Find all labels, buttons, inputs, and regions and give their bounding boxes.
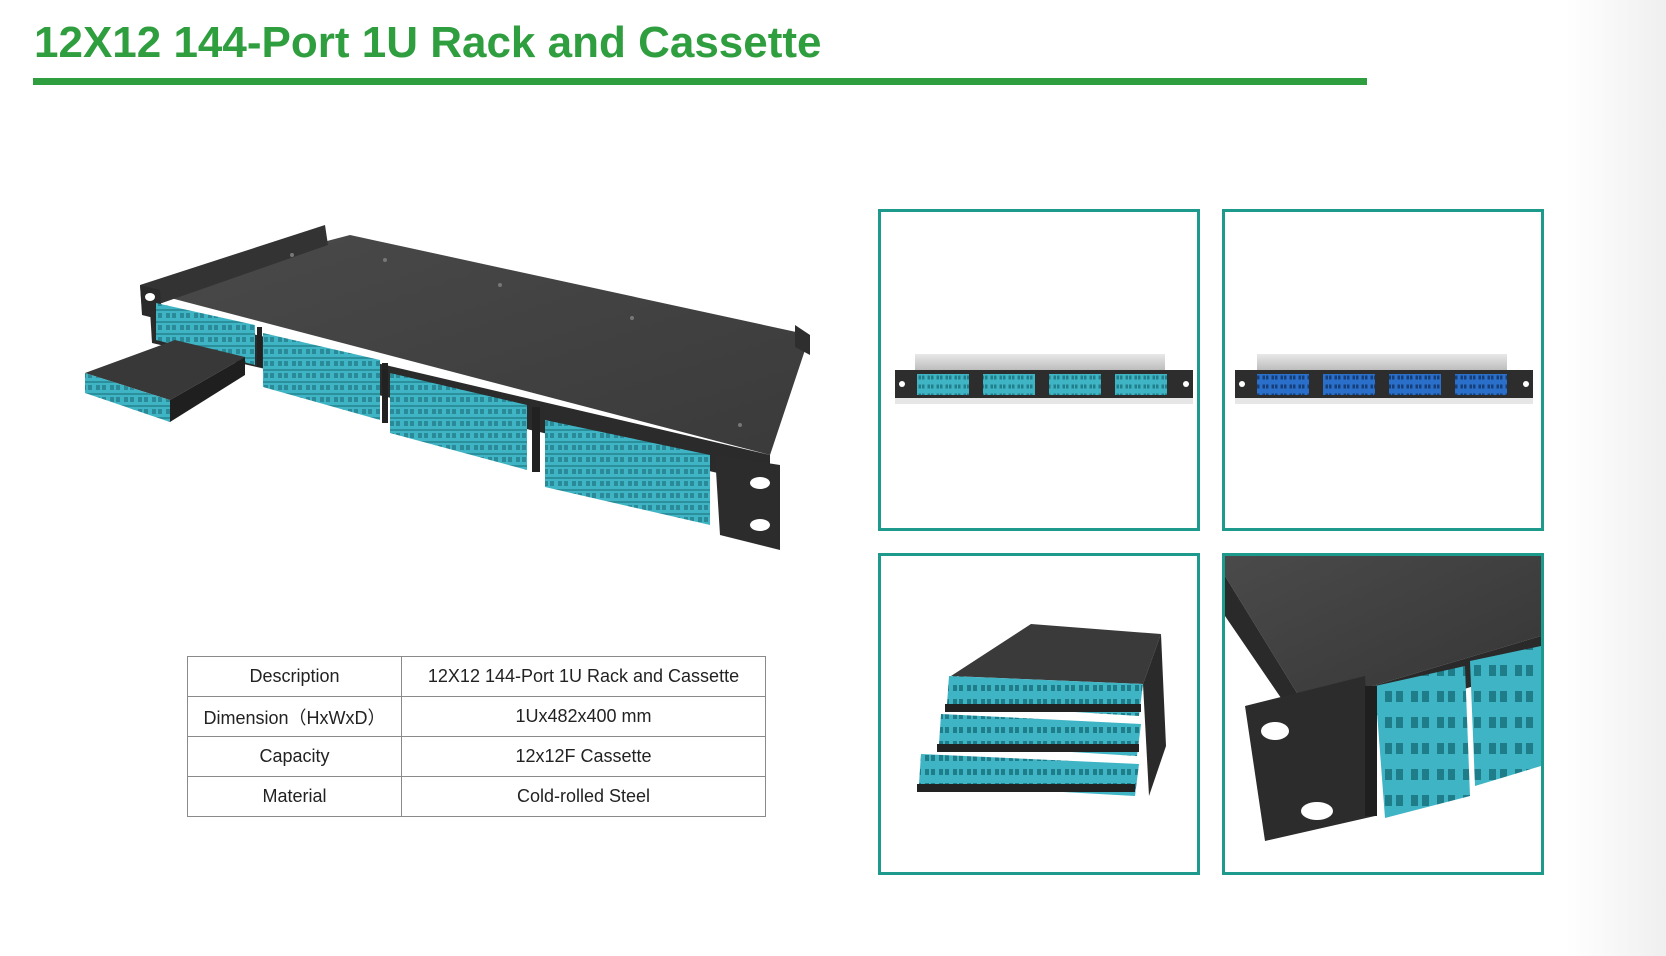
- front-aqua-image: [895, 354, 1193, 404]
- thumbnail-front-aqua: [878, 209, 1200, 531]
- stacked-cassettes-image: [917, 624, 1166, 796]
- spec-label-description: Description: [187, 656, 402, 697]
- spec-value-dimension: 1Ux482x400 mm: [401, 696, 766, 737]
- spec-label-dimension: Dimension（HxWxD）: [187, 696, 402, 737]
- spec-value-capacity: 12x12F Cassette: [401, 736, 766, 777]
- page-title: 12X12 144-Port 1U Rack and Cassette: [34, 18, 822, 67]
- table-row: Material Cold-rolled Steel: [187, 776, 766, 817]
- title-underline: [33, 78, 1367, 85]
- thumbnail-stacked-cassettes: [878, 553, 1200, 875]
- spec-value-material: Cold-rolled Steel: [401, 776, 766, 817]
- front-blue-image: [1235, 354, 1533, 404]
- table-row: Description 12X12 144-Port 1U Rack and C…: [187, 656, 766, 697]
- spec-label-material: Material: [187, 776, 402, 817]
- edge-shadow: [1566, 0, 1666, 956]
- table-row: Dimension（HxWxD） 1Ux482x400 mm: [187, 696, 766, 737]
- closeup-bracket-image: [1225, 556, 1541, 841]
- thumbnail-front-blue: [1222, 209, 1544, 531]
- table-row: Capacity 12x12F Cassette: [187, 736, 766, 777]
- spec-table: Description 12X12 144-Port 1U Rack and C…: [187, 656, 766, 817]
- spec-label-capacity: Capacity: [187, 736, 402, 777]
- thumbnail-closeup: [1222, 553, 1544, 875]
- hero-rack-image: [85, 225, 810, 550]
- spec-value-description: 12X12 144-Port 1U Rack and Cassette: [401, 656, 766, 697]
